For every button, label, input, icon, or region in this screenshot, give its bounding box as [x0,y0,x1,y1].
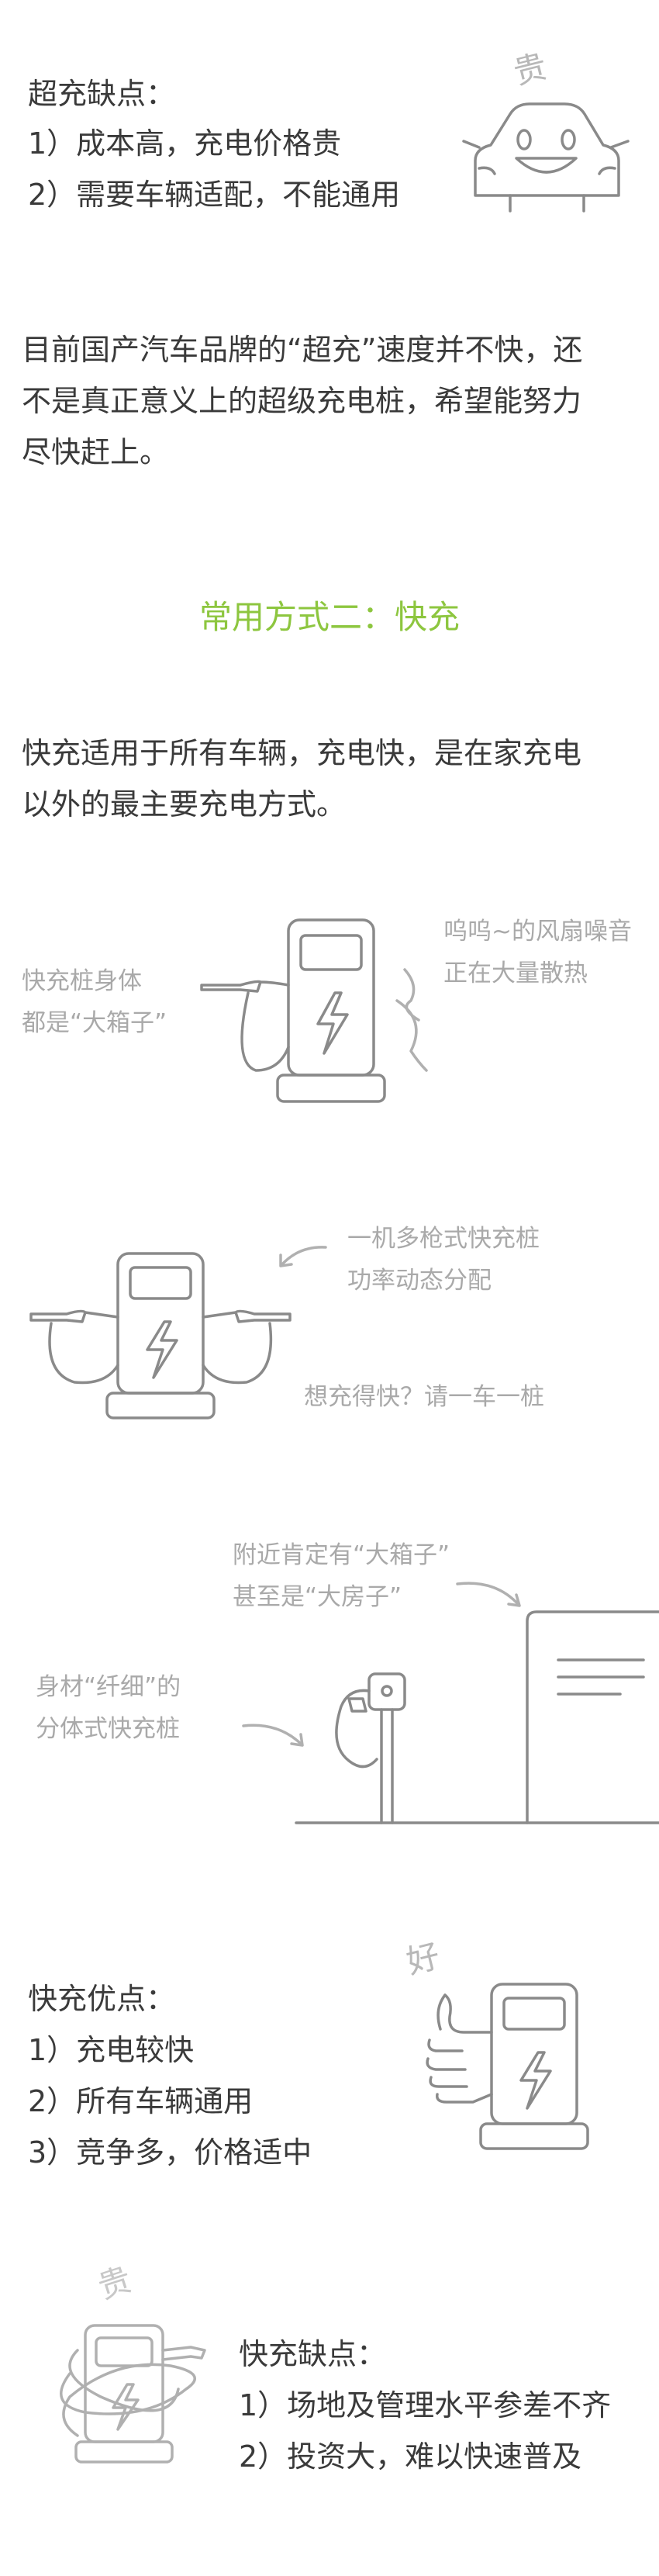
good-stamp: 好 [402,1936,444,1982]
big-box-note-line-1: 快充桩身体 [22,967,142,995]
fastcharge-line-1: 快充适用于所有车辆，充电快，是在家充电 [22,736,582,770]
thumbs-up-charger-icon [426,1983,589,2150]
fastcharge-paragraph: 快充适用于所有车辆，充电快，是在家充电 以外的最主要充电方式。 [22,728,642,830]
big-box-note: 快充桩身体 都是“大箱子” [22,960,167,1044]
fastcharge-cons-title: 快充缺点： [239,2337,387,2371]
smiling-car-icon [462,102,630,213]
intro-line-3: 尽快赶上。 [22,435,170,469]
big-house-note-line-1: 附近肯定有“大箱子” [233,1541,450,1569]
intro-line-2: 不是真正意义上的超级充电桩，希望能努力 [22,384,582,418]
fastcharge-pros-item-3: 3）竞争多，价格适中 [28,2135,312,2170]
fastcharge-line-2: 以外的最主要充电方式。 [22,787,347,821]
big-house-note: 附近肯定有“大箱子” 甚至是“大房子” [233,1534,450,1618]
one-car-one-pile-note: 想充得快？请一车一桩 [304,1383,544,1411]
big-house-note-line-2: 甚至是“大房子” [233,1583,402,1611]
fastcharge-pros-item-2: 2）所有车辆通用 [28,2084,254,2118]
supercharge-cons-item-2: 2）需要车辆适配，不能通用 [28,178,401,212]
price-stamp-1: 贵 [509,47,551,92]
curved-arrow-icon [279,1246,327,1267]
intro-line-1: 目前国产汽车品牌的“超充”速度并不快，还 [22,333,583,367]
section-heading: 常用方式二：快充 [198,598,460,636]
multi-gun-note-line-2: 功率动态分配 [347,1267,492,1295]
fastcharge-pros-title: 快充优点： [28,1982,176,2016]
fastcharge-cons-item-1: 1）场地及管理水平参差不齐 [239,2388,612,2422]
price-stamp-2: 贵 [93,2260,136,2307]
fan-noise-note-line-1: 呜呜~的风扇噪音 [443,918,632,946]
multi-gun-note: 一机多枪式快充桩 功率动态分配 [347,1218,540,1302]
supercharge-cons-item-1: 1）成本高，充电价格贵 [28,126,342,161]
slim-charger-note-line-1: 身材“纤细”的 [36,1673,181,1701]
fastcharge-pros-item-1: 1）充电较快 [28,2033,195,2067]
slim-charger-note-line-2: 分体式快充桩 [36,1715,180,1743]
big-box-note-line-2: 都是“大箱子” [22,1009,167,1037]
fast-charger-icon [200,918,428,1103]
slim-charger-note: 身材“纤细”的 分体式快充桩 [36,1666,181,1750]
split-charger-scene-icon [242,1582,659,1824]
intro-paragraph: 目前国产汽车品牌的“超充”速度并不快，还 不是真正意义上的超级充电桩，希望能努力… [22,324,642,478]
tangled-charger-icon [60,2324,206,2464]
fan-noise-note: 呜呜~的风扇噪音 正在大量散热 [443,911,632,994]
supercharge-cons-title: 超充缺点： [28,77,176,111]
dual-gun-charger-icon [29,1252,292,1419]
fan-noise-note-line-2: 正在大量散热 [443,960,588,987]
multi-gun-note-line-1: 一机多枪式快充桩 [347,1225,540,1253]
fastcharge-cons-item-2: 2）投资大，难以快速普及 [239,2439,582,2474]
